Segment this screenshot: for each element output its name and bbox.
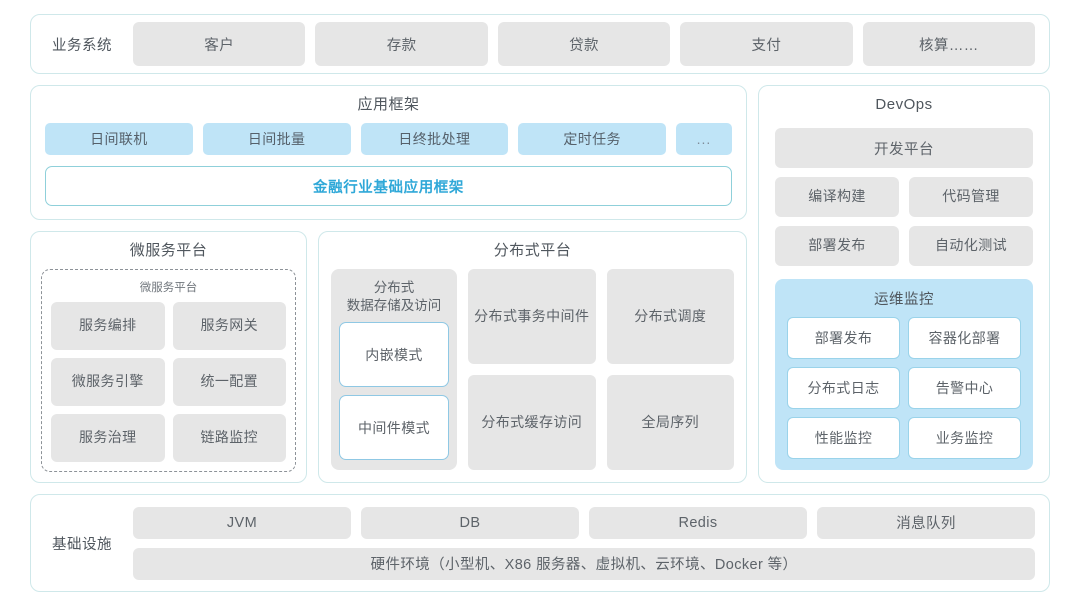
microservice-dashed-group: 微服务平台 服务编排 服务网关 微服务引擎 统一配置 服务治理 链路监控	[41, 269, 296, 472]
appfw-chip-scheduled-task[interactable]: 定时任务	[518, 123, 666, 155]
business-systems-label: 业务系统	[52, 37, 112, 54]
distributed-mode-middleware[interactable]: 中间件模式	[339, 395, 449, 460]
infrastructure-item-jvm[interactable]: JVM	[133, 506, 351, 539]
ops-btn-business-monitor[interactable]: 业务监控	[908, 417, 1021, 459]
application-framework-panel: 应用框架 日间联机 日间批量 日终批处理 定时任务 ... 金融行业基础应用框架	[30, 85, 747, 220]
ops-btn-deploy-release[interactable]: 部署发布	[787, 317, 900, 359]
ops-monitoring-group: 运维监控 部署发布 容器化部署 分布式日志 告警中心 性能监控 业务监控	[775, 279, 1033, 470]
distributed-cell-2-line1: 分布式	[481, 413, 525, 430]
microservice-cell-unified-config[interactable]: 统一配置	[172, 358, 286, 406]
appfw-chip-more[interactable]: ...	[676, 123, 732, 155]
business-item-loan[interactable]: 贷款	[497, 22, 671, 66]
business-item-customer[interactable]: 客户	[133, 22, 306, 66]
microservice-cell-orchestration[interactable]: 服务编排	[51, 302, 165, 350]
infrastructure-label: 基础设施	[52, 536, 112, 553]
infrastructure-hardware-bar[interactable]: 硬件环境（小型机、X86 服务器、虚拟机、云环境、Docker 等）	[133, 547, 1035, 580]
distributed-storage-title-line2: 数据存储及访问	[346, 297, 442, 313]
distributed-storage-title: 分布式 数据存储及访问	[347, 279, 442, 322]
microservice-cell-engine[interactable]: 微服务引擎	[51, 358, 165, 406]
infrastructure-row: 基础设施 JVM DB Redis 消息队列 硬件环境（小型机、X86 服务器、…	[30, 494, 1050, 592]
appfw-chip-daytime-online[interactable]: 日间联机	[45, 123, 193, 155]
distributed-platform-title: 分布式平台	[493, 242, 572, 259]
devops-cell-code-management[interactable]: 代码管理	[909, 177, 1033, 217]
devops-title: DevOps	[875, 96, 933, 113]
ops-btn-alert-center[interactable]: 告警中心	[908, 367, 1021, 409]
ops-btn-performance-monitor[interactable]: 性能监控	[787, 417, 900, 459]
infrastructure-item-redis[interactable]: Redis	[589, 506, 807, 539]
ops-btn-containerized-deploy[interactable]: 容器化部署	[908, 317, 1021, 359]
ops-monitoring-title: 运维监控	[874, 292, 934, 308]
devops-dev-platform[interactable]: 开发平台	[775, 128, 1033, 168]
distributed-cell-2-line2: 缓存访问	[524, 413, 583, 430]
distributed-cell-scheduling[interactable]: 分布式调度	[606, 269, 734, 364]
application-framework-title: 应用框架	[357, 96, 420, 113]
devops-panel: DevOps 开发平台 编译构建 代码管理 部署发布 自动化测试 运维监控 部署…	[758, 85, 1050, 483]
microservice-grid: 服务编排 服务网关 微服务引擎 统一配置 服务治理 链路监控	[51, 302, 286, 462]
distributed-cell-0-line1: 分布式	[474, 307, 518, 324]
appfw-chip-daytime-batch[interactable]: 日间批量	[202, 123, 351, 155]
distributed-storage-title-line1: 分布式	[373, 280, 415, 295]
distributed-mode-embedded[interactable]: 内嵌模式	[339, 322, 449, 388]
microservice-platform-title: 微服务平台	[129, 242, 208, 259]
business-item-deposit[interactable]: 存款	[315, 22, 488, 66]
infrastructure-item-message-queue[interactable]: 消息队列	[817, 506, 1035, 539]
distributed-cell-0-line2: 事务中间件	[517, 307, 590, 324]
devops-pair-deploy: 部署发布 自动化测试	[775, 226, 1033, 266]
business-item-accounting[interactable]: 核算……	[862, 22, 1036, 66]
distributed-storage-group: 分布式 数据存储及访问 内嵌模式 中间件模式	[331, 269, 457, 470]
microservice-platform-panel: 微服务平台 微服务平台 服务编排 服务网关 微服务引擎 统一配置 服务治理 链路…	[30, 231, 307, 483]
business-systems-items: 客户 存款 贷款 支付 核算……	[133, 22, 1036, 66]
devops-cell-deploy-release[interactable]: 部署发布	[775, 226, 899, 266]
application-framework-chips: 日间联机 日间批量 日终批处理 定时任务 ...	[45, 123, 732, 155]
finance-base-framework-bar[interactable]: 金融行业基础应用框架	[45, 166, 732, 206]
infrastructure-item-db[interactable]: DB	[361, 506, 579, 539]
distributed-grid: 分布式 事务中间件 分布式调度 分布式 缓存访问 全局序列	[468, 269, 734, 470]
distributed-cell-global-sequence[interactable]: 全局序列	[606, 375, 734, 470]
microservice-sub-title: 微服务平台	[139, 282, 198, 294]
microservice-cell-gateway[interactable]: 服务网关	[172, 302, 286, 350]
appfw-chip-eod-batch[interactable]: 日终批处理	[360, 123, 509, 155]
distributed-cell-cache-access[interactable]: 分布式 缓存访问	[468, 375, 596, 470]
devops-cell-automated-test[interactable]: 自动化测试	[909, 226, 1033, 266]
infrastructure-content: JVM DB Redis 消息队列 硬件环境（小型机、X86 服务器、虚拟机、云…	[133, 506, 1035, 580]
devops-pair-build: 编译构建 代码管理	[775, 177, 1033, 217]
microservice-cell-governance[interactable]: 服务治理	[51, 414, 165, 462]
ops-monitoring-grid: 部署发布 容器化部署 分布式日志 告警中心 性能监控 业务监控	[787, 317, 1021, 459]
platform-lower-row: 微服务平台 微服务平台 服务编排 服务网关 微服务引擎 统一配置 服务治理 链路…	[30, 231, 747, 483]
platform-band: 应用框架 日间联机 日间批量 日终批处理 定时任务 ... 金融行业基础应用框架…	[30, 85, 1050, 483]
infrastructure-items: JVM DB Redis 消息队列	[133, 506, 1035, 539]
distributed-cell-transaction-middleware[interactable]: 分布式 事务中间件	[468, 269, 596, 364]
microservice-cell-trace-monitor[interactable]: 链路监控	[172, 414, 286, 462]
distributed-platform-panel: 分布式平台 分布式 数据存储及访问 内嵌模式 中间件模式	[318, 231, 747, 483]
platform-left-column: 应用框架 日间联机 日间批量 日终批处理 定时任务 ... 金融行业基础应用框架…	[30, 85, 747, 483]
business-item-payment[interactable]: 支付	[680, 22, 853, 66]
distributed-body: 分布式 数据存储及访问 内嵌模式 中间件模式 分布式 事务中间件 分布式调度	[331, 269, 734, 470]
devops-cell-compile-build[interactable]: 编译构建	[775, 177, 899, 217]
business-systems-row: 业务系统 客户 存款 贷款 支付 核算……	[30, 14, 1050, 74]
ops-btn-distributed-log[interactable]: 分布式日志	[787, 367, 900, 409]
